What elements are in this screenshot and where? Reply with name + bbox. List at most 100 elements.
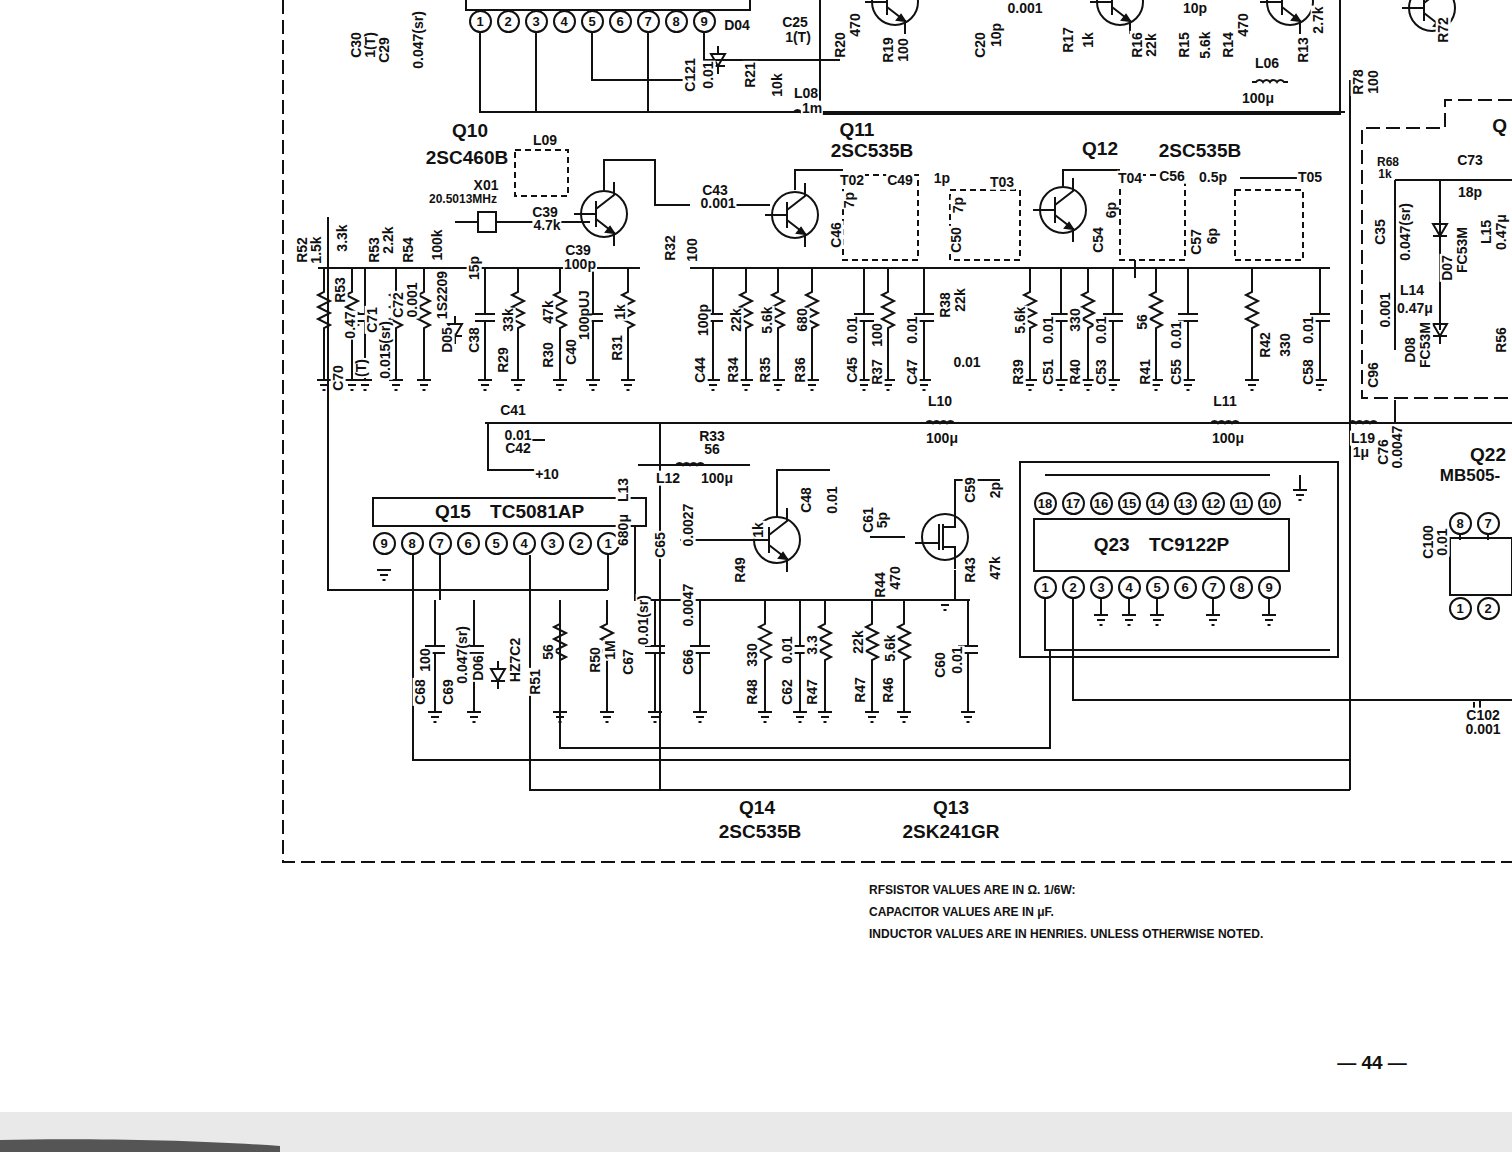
pin-circle: 4 <box>513 532 536 555</box>
component-label: Q11 <box>839 120 876 140</box>
component-label: L11 <box>1212 394 1237 409</box>
component-label: 1(T) <box>363 31 378 59</box>
component-label: 10k <box>770 72 785 97</box>
component-label: R37 <box>870 358 885 386</box>
pin-circle: 1 <box>469 10 492 33</box>
component-label: 0.01 <box>905 315 920 344</box>
component-label: C40 <box>564 338 579 366</box>
pin-number: 3 <box>532 14 539 29</box>
component-label: 1M <box>603 639 618 660</box>
ic-name: Q15 TC5081AP <box>435 501 584 523</box>
component-label: 2.2k <box>381 225 396 254</box>
pin-number: 4 <box>520 536 527 551</box>
component-label: C39 <box>564 243 592 258</box>
component-label: R15 <box>1177 31 1192 59</box>
pin-circle: 17 <box>1062 492 1085 515</box>
component-label: 7p <box>842 191 857 209</box>
component-label: T04 <box>1117 171 1143 186</box>
component-label: C56 <box>1158 169 1186 184</box>
pin-circle: 18 <box>1034 492 1057 515</box>
component-label: 0.01 <box>825 485 840 514</box>
component-label: 22k <box>1144 32 1159 57</box>
component-label: 100 <box>870 322 885 347</box>
pin-number: 8 <box>1237 580 1244 595</box>
component-label: 1(T) <box>784 30 812 45</box>
pin-number: 8 <box>672 14 679 29</box>
component-label: T03 <box>989 175 1015 190</box>
component-label: C76 <box>1376 438 1391 466</box>
component-label: C54 <box>1091 226 1106 254</box>
pin-number: 17 <box>1066 496 1080 511</box>
component-label: 2SC535B <box>830 141 914 161</box>
component-label: L12 <box>655 471 681 486</box>
component-label: C44 <box>693 356 708 384</box>
pin-circle: 4 <box>1118 576 1141 599</box>
component-label: 100pUJ <box>577 289 592 341</box>
component-label: L14 <box>1399 283 1425 298</box>
component-label: 20.5013MHz <box>428 193 498 206</box>
component-label: R54 <box>401 236 416 264</box>
component-label: R72 <box>1436 16 1451 44</box>
pin-number: 5 <box>588 14 595 29</box>
pin-number: 1 <box>604 536 611 551</box>
component-label: 56 <box>703 442 721 457</box>
pin-circle: 13 <box>1174 492 1197 515</box>
pin-circle: 3 <box>525 10 548 33</box>
component-label: 1k <box>1377 168 1392 181</box>
component-label: D04 <box>723 18 751 33</box>
component-label: 0.01 <box>1169 320 1184 349</box>
component-label: Q10 <box>451 121 489 141</box>
component-label: R68 <box>1376 156 1400 169</box>
component-label: 0.5p <box>1198 170 1228 185</box>
pin-circle: 10 <box>1258 492 1281 515</box>
component-label: 100 <box>685 237 700 262</box>
pin-number: 3 <box>548 536 555 551</box>
component-label: 33k <box>501 307 516 332</box>
pin-circle: 2 <box>497 10 520 33</box>
component-label: L15 <box>1479 219 1494 245</box>
component-label: 100p <box>563 257 597 272</box>
component-label: 47k <box>541 299 556 324</box>
component-label: R39 <box>1011 358 1026 386</box>
pin-circle: 6 <box>609 10 632 33</box>
component-label: MB505- <box>1439 467 1501 485</box>
pin-circle: 5 <box>1146 576 1169 599</box>
component-label: T02 <box>839 173 865 188</box>
component-label: D06 <box>471 654 486 682</box>
component-label: C58 <box>1301 358 1316 386</box>
pin-circle: 6 <box>457 532 480 555</box>
component-label: R43 <box>963 556 978 584</box>
component-label: 0.01 <box>1094 315 1109 344</box>
component-label: 100μ <box>1211 431 1245 446</box>
pin-number: 9 <box>1265 580 1272 595</box>
pin-number: 6 <box>616 14 623 29</box>
component-label: 5.6k <box>760 305 775 334</box>
component-label: 3.3 <box>805 634 820 655</box>
component-label: C59 <box>963 476 978 504</box>
component-label: C38 <box>467 326 482 354</box>
pin-number: 18 <box>1038 496 1052 511</box>
component-label: R40 <box>1068 358 1083 386</box>
component-label: 0.01 <box>845 315 860 344</box>
component-label: R34 <box>726 356 741 384</box>
pin-number: 1 <box>1456 601 1463 616</box>
pin-number: 5 <box>1153 580 1160 595</box>
component-label: 5.6k <box>1198 30 1213 59</box>
component-label: 0.01 <box>701 60 716 89</box>
pin-number: 9 <box>700 14 707 29</box>
pin-number: 4 <box>560 14 567 29</box>
pin-number: 2 <box>504 14 511 29</box>
pin-number: 15 <box>1122 496 1136 511</box>
pin-number: 8 <box>1456 516 1463 531</box>
component-label: 15p <box>467 255 482 281</box>
component-label: C20 <box>973 31 988 59</box>
pin-circle: 9 <box>373 532 396 555</box>
pin-circle: 8 <box>401 532 424 555</box>
component-label: C47 <box>905 358 920 386</box>
component-label: R78 <box>1351 68 1366 96</box>
component-label: C121 <box>683 57 698 92</box>
component-label: 0.01 <box>952 355 981 370</box>
pin-circle: 6 <box>1174 576 1197 599</box>
component-label: R50 <box>588 646 603 674</box>
pin-number: 11 <box>1234 496 1248 511</box>
